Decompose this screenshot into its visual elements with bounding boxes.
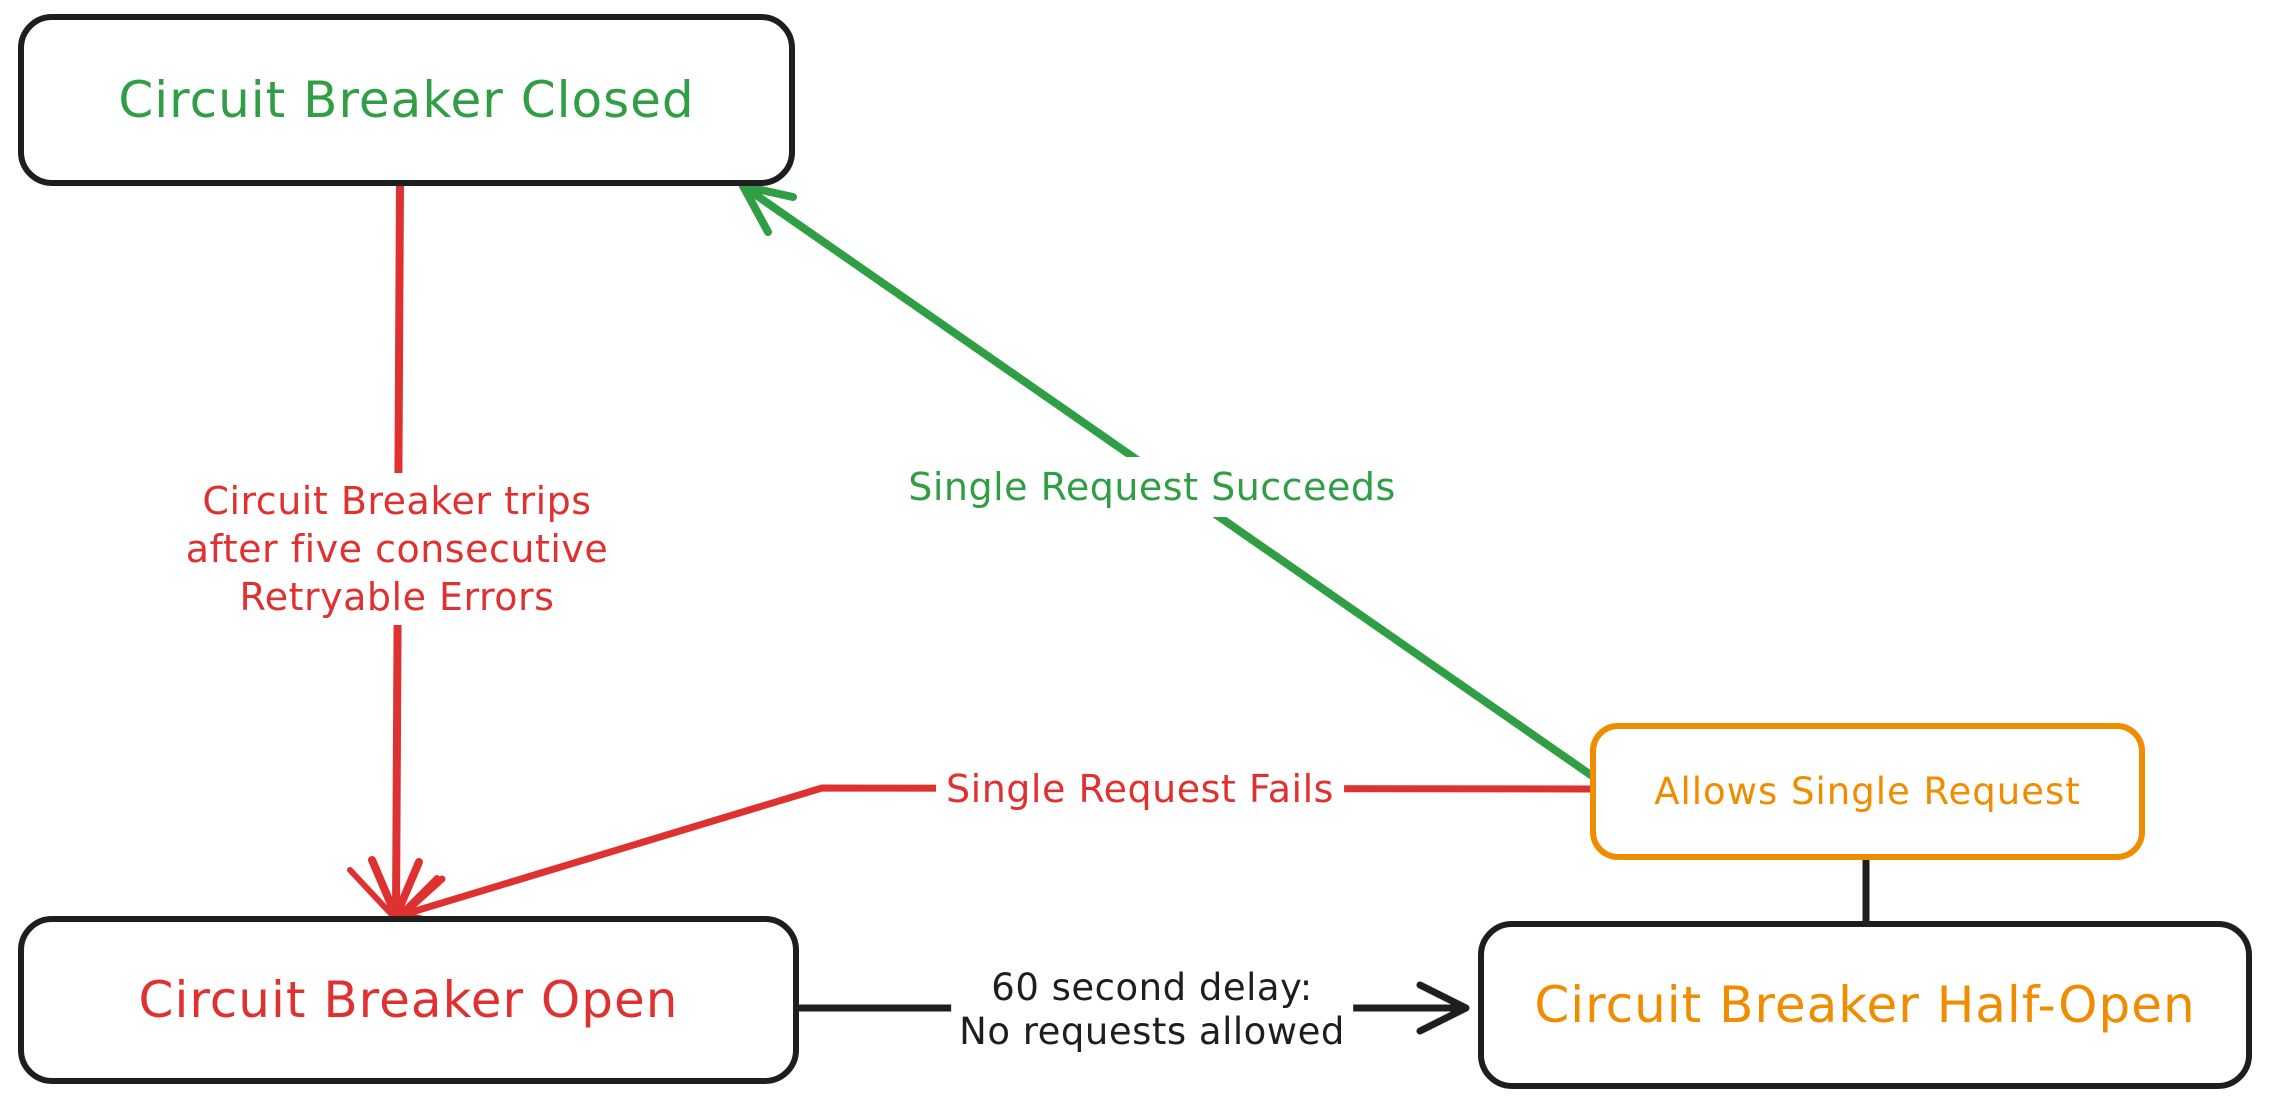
edge-label-trip: Circuit Breaker trips after five consecu… [175, 473, 619, 625]
node-circuit-breaker-closed-label: Circuit Breaker Closed [118, 71, 695, 129]
node-circuit-breaker-closed: Circuit Breaker Closed [18, 14, 795, 186]
node-allows-single-request-label: Allows Single Request [1654, 770, 2081, 813]
edge-label-delay-line2: No requests allowed [959, 1010, 1345, 1053]
edge-label-delay-line1: 60 second delay: [991, 966, 1313, 1009]
node-circuit-breaker-open-label: Circuit Breaker Open [138, 971, 679, 1029]
edge-label-delay: 60 second delay: No requests allowed [951, 964, 1353, 1056]
edge-label-fail-text: Single Request Fails [946, 767, 1334, 811]
edge-label-success-text: Single Request Succeeds [908, 465, 1396, 509]
edge-success-arrowhead [739, 182, 797, 236]
node-circuit-breaker-half-open: Circuit Breaker Half-Open [1478, 921, 2252, 1089]
edge-label-success: Single Request Succeeds [894, 457, 1410, 517]
edge-label-trip-line3: Retryable Errors [239, 575, 555, 619]
node-circuit-breaker-open: Circuit Breaker Open [18, 916, 799, 1084]
edge-label-trip-line2: after five consecutive [185, 527, 609, 571]
node-allows-single-request: Allows Single Request [1590, 723, 2145, 860]
node-circuit-breaker-half-open-label: Circuit Breaker Half-Open [1534, 976, 2196, 1034]
edge-delay-arrowhead [1416, 981, 1470, 1035]
edge-label-fail: Single Request Fails [936, 761, 1344, 817]
edge-label-trip-line1: Circuit Breaker trips [202, 479, 592, 523]
